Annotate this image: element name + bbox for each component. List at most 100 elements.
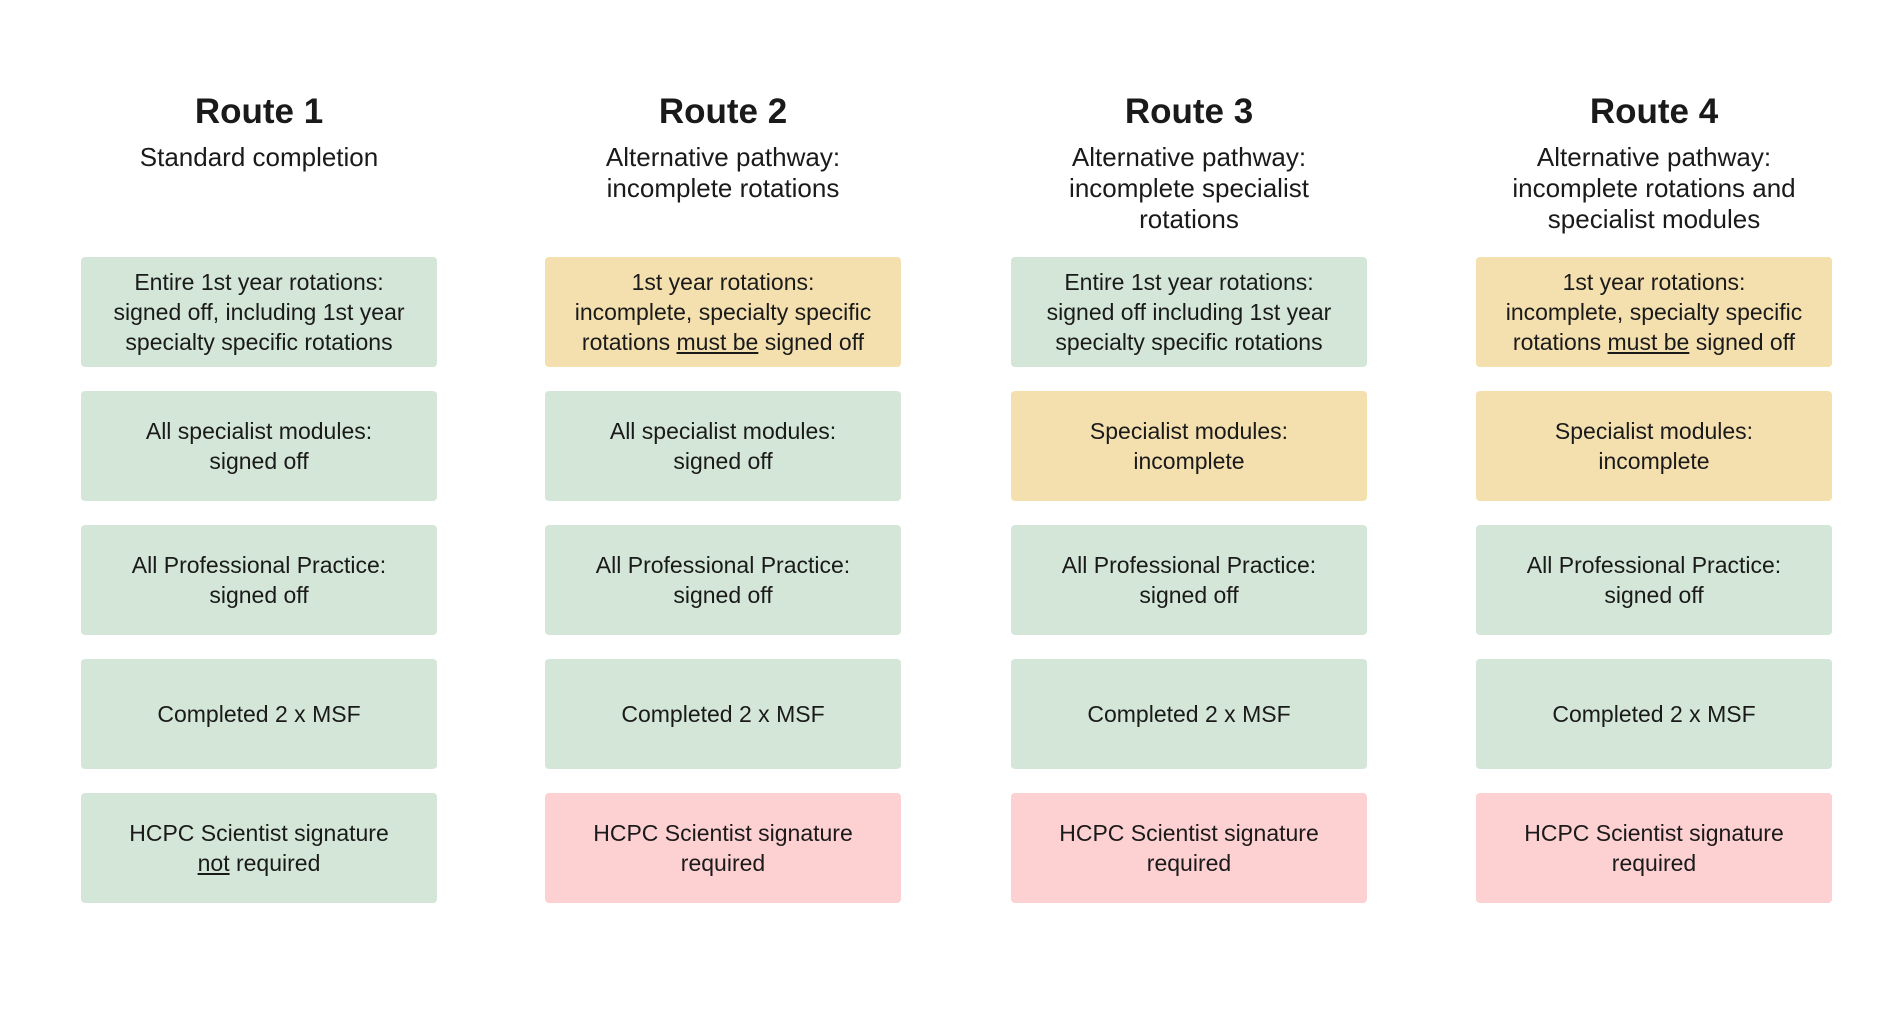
requirement-text: signed off	[1604, 582, 1704, 608]
requirement-text: required	[680, 850, 766, 876]
requirement-box-green: Completed 2 x MSF	[1476, 659, 1832, 769]
requirement-text: required	[229, 850, 321, 876]
requirement-text: specialty specific rotations	[125, 329, 393, 355]
requirement-line: 1st year rotations:	[575, 267, 872, 297]
requirement-box-amber: Specialist modules:incomplete	[1011, 391, 1367, 501]
requirement-text: 1st year rotations:	[1562, 269, 1746, 295]
requirement-box-green: All specialist modules: signed off	[81, 391, 437, 501]
requirement-text: HCPC Scientist signature	[1059, 820, 1319, 846]
requirement-text: All specialist modules:	[145, 418, 373, 444]
requirement-text: rotations	[1512, 329, 1608, 355]
requirement-line: incomplete, specialty specific	[575, 297, 872, 327]
requirement-text: Entire 1st year rotations:	[1064, 269, 1314, 295]
requirement-line: HCPC Scientist signature	[1524, 818, 1784, 848]
requirement-line: signed off	[1527, 580, 1781, 610]
requirement-text: required	[1146, 850, 1232, 876]
route-subtitle: Alternative pathway:incomplete rotations	[563, 142, 883, 242]
requirement-line: incomplete	[1090, 446, 1288, 476]
requirement-text: signed off	[209, 582, 309, 608]
requirement-text: HCPC Scientist signature	[593, 820, 853, 846]
requirement-line: Completed 2 x MSF	[157, 699, 360, 729]
requirement-line: required	[593, 848, 853, 878]
requirement-text: Completed 2 x MSF	[1552, 701, 1756, 727]
requirement-text: Completed 2 x MSF	[621, 701, 825, 727]
route-subtitle-line: specialist modules	[1547, 204, 1761, 234]
route-subtitle-line: Alternative pathway:	[1071, 142, 1307, 172]
requirement-text: incomplete	[1598, 448, 1710, 474]
requirement-box-green: Completed 2 x MSF	[1011, 659, 1367, 769]
requirement-line: specialty specific rotations	[113, 327, 404, 357]
route-subtitle-line: incomplete specialist	[1069, 173, 1309, 203]
requirement-box-red: HCPC Scientist signature required	[545, 793, 901, 903]
requirement-line: signed off	[146, 446, 372, 476]
route-subtitle: Alternative pathway:incomplete specialis…	[1029, 142, 1349, 242]
requirement-text: signed off	[758, 329, 865, 355]
requirement-line: signed off	[610, 446, 836, 476]
route-subtitle: Alternative pathway:incomplete rotations…	[1494, 142, 1814, 242]
requirement-text: HCPC Scientist signature	[1524, 820, 1784, 846]
route-column-2: Route 2 Alternative pathway:incomplete ro…	[545, 90, 901, 903]
requirement-text: incomplete, specialty specific	[574, 299, 872, 325]
requirement-box-green: Completed 2 x MSF	[545, 659, 901, 769]
emphasis-text: must be	[676, 329, 759, 355]
requirement-text: specialty specific rotations	[1055, 329, 1323, 355]
requirement-line: All Professional Practice:	[132, 550, 386, 580]
route-subtitle-line: rotations	[1139, 204, 1239, 234]
requirement-text: All Professional Practice:	[1526, 552, 1782, 578]
requirement-line: All Professional Practice:	[1062, 550, 1316, 580]
requirement-text: signed off	[1139, 582, 1239, 608]
requirement-line: All specialist modules:	[610, 416, 836, 446]
requirement-text: 1st year rotations:	[631, 269, 815, 295]
requirement-line: rotations must be signed off	[575, 327, 872, 357]
requirement-box-red: HCPC Scientist signature required	[1011, 793, 1367, 903]
requirement-line: 1st year rotations:	[1506, 267, 1803, 297]
requirement-text: Specialist modules:	[1554, 418, 1754, 444]
requirement-text: signed off, including 1st year	[113, 299, 405, 325]
emphasis-text: must be	[1607, 329, 1690, 355]
route-subtitle-line: Alternative pathway:	[605, 142, 841, 172]
requirement-text: Completed 2 x MSF	[1087, 701, 1291, 727]
requirement-line: incomplete, specialty specific	[1506, 297, 1803, 327]
requirement-box-green: All Professional Practice: signed off	[1011, 525, 1367, 635]
requirement-line: signed off	[1062, 580, 1316, 610]
requirement-line: signed off	[132, 580, 386, 610]
requirement-line: Completed 2 x MSF	[621, 699, 824, 729]
requirement-line: Entire 1st year rotations:	[1047, 267, 1332, 297]
requirement-box-green: All specialist modules:signed off	[545, 391, 901, 501]
requirement-line: signed off, including 1st year	[113, 297, 404, 327]
route-title: Route 2	[658, 92, 788, 131]
requirement-box-amber: 1st year rotations: incomplete, specialty…	[545, 257, 901, 367]
requirement-line: required	[1059, 848, 1319, 878]
requirement-box-green: All Professional Practice: signed off	[1476, 525, 1832, 635]
requirement-text: Entire 1st year rotations:	[134, 269, 384, 295]
route-subtitle-line: Alternative pathway:	[1536, 142, 1772, 172]
requirement-line: incomplete	[1555, 446, 1753, 476]
requirement-line: All Professional Practice:	[596, 550, 850, 580]
route-subtitle-line: Standard completion	[139, 142, 379, 172]
route-subtitle: Standard completion	[99, 142, 419, 242]
requirement-text: signed off	[673, 448, 773, 474]
requirement-line: HCPC Scientist signature	[593, 818, 853, 848]
requirement-line: signed off including 1st year	[1047, 297, 1332, 327]
requirement-text: Specialist modules:	[1089, 418, 1289, 444]
emphasis-text: not	[197, 850, 230, 876]
requirement-text: All Professional Practice:	[595, 552, 851, 578]
requirement-line: not required	[129, 848, 389, 878]
requirement-text: signed off	[673, 582, 773, 608]
requirement-line: Specialist modules:	[1090, 416, 1288, 446]
requirement-line: HCPC Scientist signature	[129, 818, 389, 848]
requirement-line: Entire 1st year rotations:	[113, 267, 404, 297]
requirement-text: signed off including 1st year	[1046, 299, 1332, 325]
requirement-line: specialty specific rotations	[1047, 327, 1332, 357]
requirement-box-amber: 1st year rotations:incomplete, specialty…	[1476, 257, 1832, 367]
requirement-line: Completed 2 x MSF	[1552, 699, 1755, 729]
requirement-box-green: Completed 2 x MSF	[81, 659, 437, 769]
route-title: Route 4	[1589, 92, 1719, 131]
requirement-text: signed off	[209, 448, 309, 474]
route-title: Route 1	[194, 92, 324, 131]
requirement-text: All Professional Practice:	[1061, 552, 1317, 578]
requirement-text: HCPC Scientist signature	[129, 820, 389, 846]
